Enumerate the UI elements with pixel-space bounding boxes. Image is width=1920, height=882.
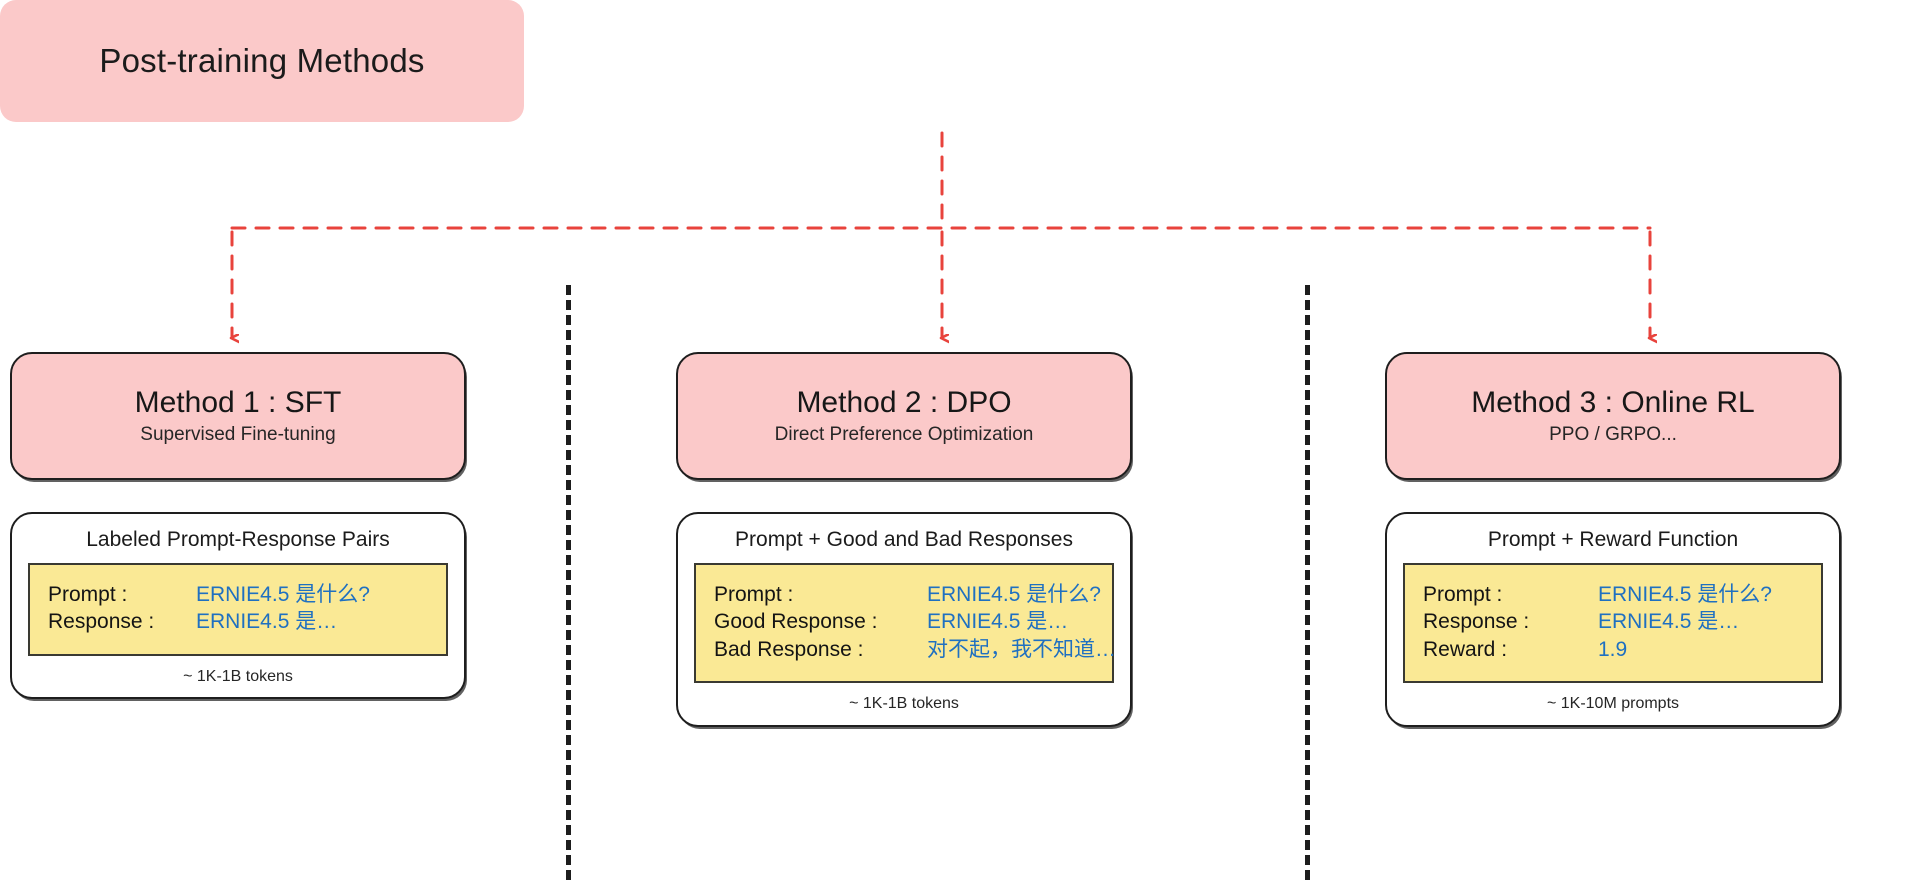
method-header-1[interactable]: Method 1 : SFT Supervised Fine-tuning (10, 352, 466, 480)
data-row-key: Good Response : (714, 610, 878, 634)
data-row-key: Prompt : (714, 583, 794, 607)
card-note-3: ~ 1K-10M prompts (1546, 694, 1680, 712)
data-row: Bad Response : 对不起，我不知道… (714, 636, 1116, 663)
method-data-card-1: Labeled Prompt-Response Pairs Prompt : E… (10, 512, 466, 700)
data-row-key: Prompt : (1423, 583, 1503, 607)
sample-data-box-2: Prompt : ERNIE4.5 是什么? Good Response : E… (694, 563, 1116, 683)
data-row: Prompt : ERNIE4.5 是什么? (1423, 581, 1803, 608)
method-title-3: Method 3 : Online RL (1471, 386, 1755, 420)
data-row-value: ERNIE4.5 是… (927, 610, 1069, 634)
data-row-key: Response : (1423, 610, 1530, 634)
method-header-2[interactable]: Method 2 : DPO Direct Preference Optimiz… (676, 352, 1132, 480)
data-row: Reward : 1.9 (1423, 636, 1803, 663)
method-subtitle-2: Direct Preference Optimization (774, 423, 1034, 445)
sample-data-box-1: Prompt : ERNIE4.5 是什么? Response : ERNIE4… (28, 563, 448, 656)
column-separator-2 (1305, 285, 1310, 880)
data-row-key: Response : (48, 610, 155, 634)
data-row-value: ERNIE4.5 是… (196, 610, 338, 634)
data-row: Prompt : ERNIE4.5 是什么? (714, 581, 1101, 608)
data-row-key: Bad Response : (714, 637, 864, 661)
data-row: Response : ERNIE4.5 是… (48, 608, 428, 635)
method-column-3: Method 3 : Online RL PPO / GRPO... Promp… (1385, 352, 1841, 727)
data-row-value: 1.9 (1598, 637, 1628, 661)
data-row-key: Reward : (1423, 637, 1508, 661)
data-row-value: ERNIE4.5 是什么? (1598, 583, 1772, 607)
data-row-value: ERNIE4.5 是什么? (927, 583, 1101, 607)
method-data-card-2: Prompt + Good and Bad Responses Prompt :… (676, 512, 1132, 727)
data-row: Prompt : ERNIE4.5 是什么? (48, 581, 428, 608)
method-column-1: Method 1 : SFT Supervised Fine-tuning La… (10, 352, 466, 700)
root-node-title: Post-training Methods (99, 42, 425, 79)
method-title-2: Method 2 : DPO (796, 386, 1012, 420)
root-node[interactable]: Post-training Methods (0, 0, 524, 122)
data-row-value: ERNIE4.5 是什么? (196, 583, 370, 607)
method-subtitle-3: PPO / GRPO... (1549, 423, 1677, 445)
card-note-1: ~ 1K-1B tokens (183, 667, 293, 685)
data-row-key: Prompt : (48, 583, 128, 607)
method-data-card-3: Prompt + Reward Function Prompt : ERNIE4… (1385, 512, 1841, 727)
method-title-1: Method 1 : SFT (134, 386, 342, 420)
card-heading-3: Prompt + Reward Function (1487, 528, 1739, 551)
data-row: Response : ERNIE4.5 是… (1423, 608, 1803, 635)
data-row-value: ERNIE4.5 是… (1598, 610, 1740, 634)
method-header-3[interactable]: Method 3 : Online RL PPO / GRPO... (1385, 352, 1841, 480)
data-row: Good Response : ERNIE4.5 是… (714, 608, 1094, 635)
card-heading-1: Labeled Prompt-Response Pairs (86, 528, 390, 551)
sample-data-box-3: Prompt : ERNIE4.5 是什么? Response : ERNIE4… (1403, 563, 1823, 683)
data-row-value: 对不起，我不知道… (927, 637, 1116, 661)
method-subtitle-1: Supervised Fine-tuning (140, 423, 336, 445)
method-column-2: Method 2 : DPO Direct Preference Optimiz… (676, 352, 1132, 727)
column-separator-1 (566, 285, 571, 880)
card-note-2: ~ 1K-1B tokens (849, 694, 959, 712)
card-heading-2: Prompt + Good and Bad Responses (735, 528, 1073, 551)
